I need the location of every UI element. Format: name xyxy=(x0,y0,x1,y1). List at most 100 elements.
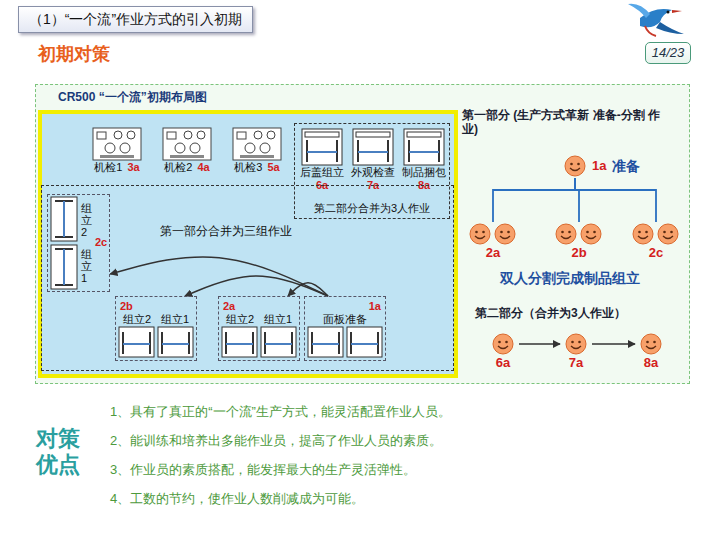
bench-icon xyxy=(403,128,445,166)
callout-number: 2a xyxy=(486,245,500,261)
bench-icon xyxy=(306,326,384,358)
node-label: 第二部分合并为3人作业 xyxy=(295,202,449,215)
worker-pair: 2b xyxy=(552,223,606,261)
machine-icon xyxy=(92,127,142,161)
node-label: 14/23 xyxy=(652,45,685,61)
merit-item: 1、具有了真正的“一个流”生产方式，能灵活配置作业人员。 xyxy=(110,404,451,420)
merit-item: 4、工数的节约，使作业人数削减成为可能。 xyxy=(110,491,364,507)
panel-station: 1a面板准备 xyxy=(304,296,386,361)
face-icon xyxy=(492,333,514,355)
icon xyxy=(50,195,78,291)
callout-number: 2c xyxy=(95,236,107,249)
callout-number: 2c xyxy=(649,245,663,261)
face-icon xyxy=(564,155,586,177)
icon xyxy=(352,128,394,166)
node-label: 组立1 xyxy=(161,313,189,326)
bird-logo xyxy=(628,4,684,36)
face-icon xyxy=(469,223,517,245)
icon xyxy=(640,333,662,355)
bench-icon xyxy=(301,128,343,166)
callout-number: 2b xyxy=(120,300,133,313)
bench-icon xyxy=(117,326,195,358)
flow-arrow xyxy=(110,257,328,296)
callout-number: 5a xyxy=(267,161,279,174)
layout-region: CR500 “一个流”初期布局图机检1 3a 机检2 4a 机检3 5a 第二部分合并为3人… xyxy=(35,84,690,384)
face-icon xyxy=(632,223,680,245)
node-label: 组立2 xyxy=(226,313,254,326)
layout-panel xyxy=(40,112,456,376)
callout-number: 4a xyxy=(197,161,209,174)
group-box: 第一部分合并为三组作业组立2组立12c2b组立2组立12a组立2组立11a面板准… xyxy=(41,185,454,371)
work-station: 后盖组立6a xyxy=(299,128,345,192)
node-label: 第一部分合并为三组作业 xyxy=(160,224,292,238)
node-label: 准备 xyxy=(612,158,640,175)
icon xyxy=(469,223,517,245)
bench-icon xyxy=(50,195,78,291)
merit-item: 2、能训练和培养出多能作业员，提高了作业人员的素质。 xyxy=(110,433,442,449)
machine-station: 机检1 3a xyxy=(89,127,145,174)
face-icon xyxy=(640,333,662,355)
icon xyxy=(632,223,680,245)
flow-arrow xyxy=(519,343,560,345)
callout-number: 1a xyxy=(592,158,606,174)
callout-number: 1a xyxy=(369,300,381,313)
worker-pair: 2a xyxy=(466,223,520,261)
icon xyxy=(492,333,514,355)
node-label: 机检1 xyxy=(94,161,122,174)
callout-number: 2a xyxy=(223,300,235,313)
machine-icon xyxy=(232,127,282,161)
icon xyxy=(403,128,445,166)
section-note: 双人分割完成制品组立 xyxy=(500,270,640,287)
worker-face: 1a 准备 xyxy=(564,155,640,177)
slide-title: （1）“一个流”作业方式的引入初期 xyxy=(29,11,242,27)
machine-icon xyxy=(162,127,212,161)
title-box: （1）“一个流”作业方式的引入初期 xyxy=(18,6,253,33)
brace-line xyxy=(575,178,656,222)
group-box: 第二部分合并为3人作业后盖组立6a外观检查7a制品捆包8a xyxy=(294,123,450,219)
icon xyxy=(301,128,343,166)
callout-number: 2b xyxy=(571,245,586,261)
callout-number: 3a xyxy=(127,161,139,174)
node-label: 组立2 xyxy=(123,313,151,326)
node-label: 机检3 xyxy=(234,161,262,174)
callout-number: 7a xyxy=(569,355,583,371)
section-note: 第一部分 (生产方式革新 准备-分割 作业) xyxy=(462,108,662,137)
subtitle: 初期对策 xyxy=(38,44,110,66)
node-label: 外观检查 xyxy=(351,166,395,179)
node-label: 组立1 xyxy=(264,313,292,326)
assembly-station: 组立2 组立12c xyxy=(47,194,110,292)
machine-station: 机检2 4a xyxy=(159,127,215,174)
face-icon xyxy=(555,223,603,245)
callout-number: 6a xyxy=(496,355,510,371)
worker-pair: 2c xyxy=(629,223,683,261)
node-label: 机检2 xyxy=(164,161,192,174)
flow-arrow xyxy=(592,343,635,345)
node-label: 组立1 xyxy=(81,248,92,284)
callout-number: 8a xyxy=(644,355,658,371)
assembly-station: 2a组立2 组立1 xyxy=(218,296,300,361)
page-badge: 14/23 xyxy=(645,42,691,64)
worker-face: 6a xyxy=(488,333,518,371)
merit-heading: 对策优点 xyxy=(36,426,86,479)
brace-line xyxy=(493,178,575,222)
icon xyxy=(92,127,142,161)
worker-face: 7a xyxy=(561,333,591,371)
section-note: 第二部分（合并为3人作业） xyxy=(475,306,626,320)
bench-icon xyxy=(220,326,298,358)
assembly-station: 2b组立2 组立1 xyxy=(115,296,197,361)
icon xyxy=(162,127,212,161)
icon xyxy=(232,127,282,161)
icon xyxy=(220,326,298,358)
merit-item: 3、作业员的素质搭配，能发挥最大的生产灵活弹性。 xyxy=(110,462,416,478)
work-station: 外观检查7a xyxy=(350,128,396,192)
node-label: 后盖组立 xyxy=(300,166,344,179)
bench-icon xyxy=(352,128,394,166)
icon xyxy=(117,326,195,358)
node-label: 面板准备 xyxy=(323,313,367,326)
node-label: 组立2 xyxy=(81,202,92,238)
machine-station: 机检3 5a xyxy=(229,127,285,174)
worker-face: 8a xyxy=(636,333,666,371)
region-ground xyxy=(35,84,690,384)
icon xyxy=(555,223,603,245)
node-label: CR500 “一个流”初期布局图 xyxy=(58,90,207,104)
